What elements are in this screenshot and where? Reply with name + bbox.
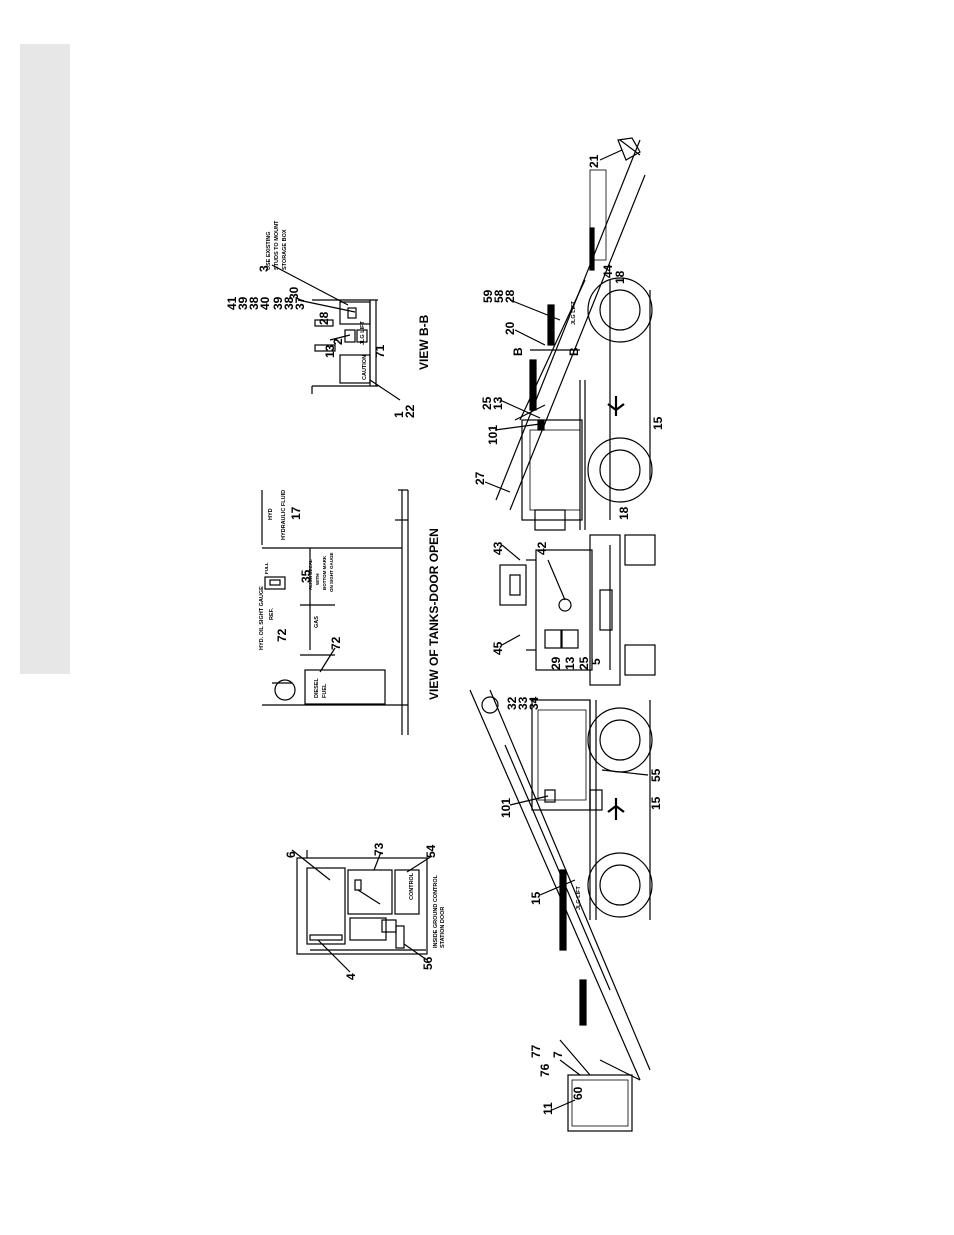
callout-56: 56 bbox=[421, 956, 435, 970]
view-b-b: JLG LIFT CAUTION USE EXISTING STUDS TO M… bbox=[225, 220, 431, 418]
callout-32: 32 bbox=[505, 696, 519, 710]
callout-41: 41 bbox=[225, 296, 239, 310]
tanks-door-open-view: HYD HYDRAULIC FLUID HYD. OIL SIGHT GAUGE… bbox=[259, 489, 441, 735]
callout-30: 30 bbox=[287, 286, 301, 300]
callout-15-right: 15 bbox=[651, 416, 665, 430]
callout-101-left: 101 bbox=[499, 798, 513, 818]
callout-15-left-arrow: 15 bbox=[649, 796, 663, 810]
section-marker-b-1: B bbox=[511, 347, 525, 356]
callout-18-bottom: 18 bbox=[617, 506, 631, 520]
callout-28: 28 bbox=[317, 311, 331, 325]
view-bb-note-2: STUDS TO MOUNT bbox=[274, 220, 280, 270]
fuel-label: FUEL bbox=[322, 683, 328, 698]
callout-37: 37 bbox=[293, 296, 307, 310]
view-bb-note-1: USE EXISTING bbox=[266, 231, 272, 270]
callout-4: 4 bbox=[344, 973, 358, 980]
callout-15-left-boom: 15 bbox=[529, 891, 543, 905]
callout-5: 5 bbox=[589, 658, 603, 665]
callout-27: 27 bbox=[473, 471, 487, 485]
svg-text:JLG LIFT: JLG LIFT bbox=[360, 321, 366, 345]
callout-71: 71 bbox=[373, 344, 387, 358]
callout-39a: 39 bbox=[236, 296, 250, 310]
callout-25-right: 25 bbox=[480, 396, 494, 410]
ground-control-title-2: STATION DOOR bbox=[440, 907, 446, 948]
callout-72-diesel: 72 bbox=[329, 636, 343, 650]
callout-11: 11 bbox=[541, 1102, 555, 1115]
callout-13-center: 13 bbox=[563, 656, 577, 670]
callout-43: 43 bbox=[491, 541, 505, 555]
callout-59: 59 bbox=[481, 289, 495, 303]
machine-rear-view: 43 42 45 29 13 25 5 bbox=[491, 534, 656, 686]
callout-35: 35 bbox=[299, 569, 313, 583]
svg-text:CONTROL: CONTROL bbox=[409, 872, 415, 900]
gas-label: GAS bbox=[314, 616, 320, 628]
callout-21: 21 bbox=[587, 154, 601, 168]
tank-hyd-label: HYD bbox=[268, 508, 274, 520]
callout-34: 34 bbox=[527, 696, 541, 710]
svg-text:CAUTION: CAUTION bbox=[362, 355, 368, 380]
diesel-label: DIESEL bbox=[314, 677, 320, 698]
callout-29: 29 bbox=[549, 656, 563, 670]
callout-38a: 38 bbox=[247, 296, 261, 310]
callout-55: 55 bbox=[649, 768, 663, 782]
tanks-view-title: VIEW OF TANKS-DOOR OPEN bbox=[427, 528, 441, 700]
sight-gauge-ref-label: REF. bbox=[269, 608, 275, 620]
align-decal-3: BOTTOM MARK bbox=[322, 555, 327, 590]
align-decal-2: WITH bbox=[315, 574, 320, 586]
callout-76: 76 bbox=[538, 1063, 552, 1077]
callout-25-center: 25 bbox=[577, 656, 591, 670]
ground-control-station-view: CONTROL INSIDE GROUND CONTROL STATION DO… bbox=[284, 842, 446, 980]
callout-44: 44 bbox=[601, 264, 615, 278]
callout-77: 77 bbox=[529, 1044, 543, 1058]
callout-42: 42 bbox=[535, 541, 549, 555]
callout-20: 20 bbox=[503, 321, 517, 335]
callout-73: 73 bbox=[372, 842, 386, 856]
align-decal-1: ALIGN DECAL bbox=[308, 559, 313, 590]
section-marker-b-2: B bbox=[567, 347, 581, 356]
align-decal-4: ON SIGHT GAUGE bbox=[329, 552, 334, 592]
sight-gauge-label: HYD. OIL SIGHT GAUGE bbox=[259, 586, 265, 650]
callout-2: 2 bbox=[331, 338, 345, 345]
callout-38b: 38 bbox=[282, 296, 296, 310]
callout-58: 58 bbox=[492, 289, 506, 303]
callout-39b: 39 bbox=[271, 296, 285, 310]
callout-6: 6 bbox=[284, 851, 298, 858]
callout-13-right: 13 bbox=[491, 396, 505, 410]
callout-1: 1 bbox=[392, 411, 406, 418]
ground-control-title-1: INSIDE GROUND CONTROL bbox=[433, 874, 439, 948]
callout-7: 7 bbox=[551, 1051, 565, 1058]
full-label: FULL bbox=[264, 562, 269, 574]
page-tab-strip bbox=[20, 44, 70, 674]
callout-18-top: 18 bbox=[613, 270, 627, 284]
callout-22: 22 bbox=[403, 404, 417, 418]
callout-45: 45 bbox=[491, 641, 505, 655]
view-bb-title: VIEW B-B bbox=[417, 314, 431, 370]
callout-28-right: 28 bbox=[503, 289, 517, 303]
callout-17: 17 bbox=[289, 506, 303, 520]
callout-60: 60 bbox=[571, 1086, 585, 1100]
machine-right-side-view: B B JLG LIFT 21 59 58 28 20 44 18 25 13 … bbox=[473, 137, 665, 531]
callout-13: 13 bbox=[323, 344, 337, 358]
callout-54: 54 bbox=[424, 844, 438, 858]
callout-40: 40 bbox=[258, 296, 272, 310]
callout-72-gas: 72 bbox=[275, 628, 289, 642]
callout-3: 3 bbox=[257, 265, 271, 272]
view-bb-note-3: STORAGE BOX bbox=[282, 229, 288, 270]
callout-33: 33 bbox=[516, 696, 530, 710]
boom-logo-left: JLG LIFT bbox=[576, 886, 582, 910]
boom-logo-right: JLG LIFT bbox=[571, 301, 577, 325]
machine-left-side-view: JLG LIFT 32 33 34 55 15 101 15 11 60 76 … bbox=[469, 689, 663, 1132]
tank-hydraulic-fluid-label: HYDRAULIC FLUID bbox=[281, 490, 287, 540]
callout-101-right: 101 bbox=[486, 425, 500, 445]
